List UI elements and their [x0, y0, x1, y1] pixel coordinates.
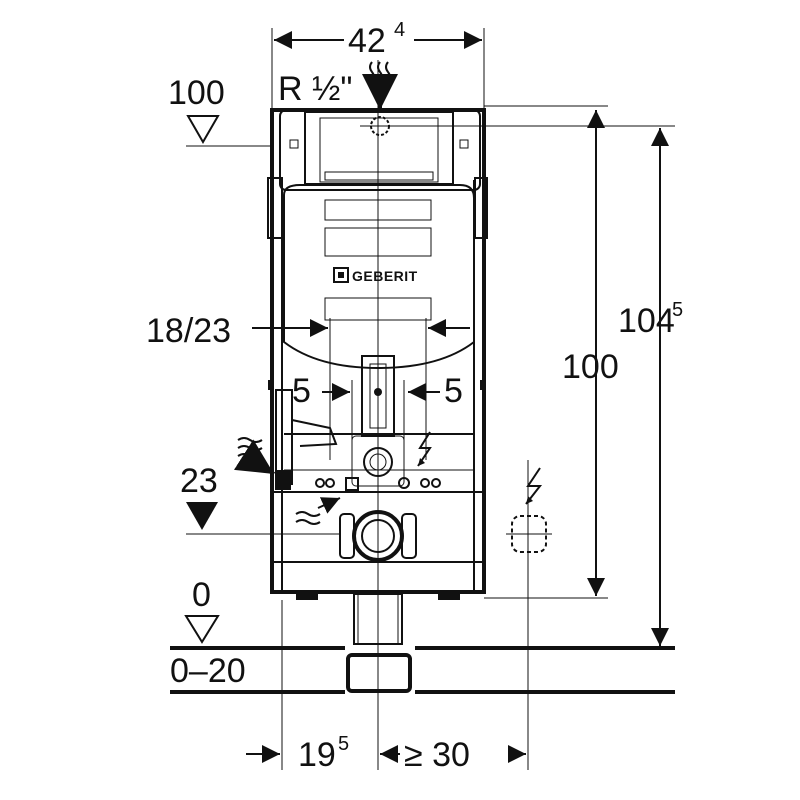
- brand-logo: GEBERIT: [333, 267, 418, 284]
- waste-outlet-icon: [295, 497, 341, 525]
- level-100-label: 100: [168, 74, 225, 112]
- offset-right-label: 5: [444, 372, 463, 410]
- height-total-label: 104: [618, 302, 675, 340]
- width-label: 42: [348, 22, 386, 60]
- center-lines: [281, 60, 529, 770]
- lightning-icon: [417, 431, 432, 467]
- height-total-label-sup: 5: [672, 299, 683, 321]
- floor-range-marker: 0–20: [170, 652, 246, 690]
- bottom-dimensions: 19 5 ≥ 30: [246, 733, 526, 774]
- floor-lines: [170, 646, 675, 694]
- height-frame-dimension: 100: [484, 105, 619, 599]
- bolt-holes: [315, 477, 441, 491]
- offset-left-label: 5: [292, 372, 311, 410]
- spacing-label: 18/23: [146, 312, 231, 350]
- width-dimension: 42 4: [271, 19, 485, 110]
- width-label-sup: 4: [394, 19, 405, 41]
- level-0-label: 0: [192, 576, 211, 614]
- level-100-marker: 100: [168, 74, 272, 147]
- height-total-dimension: 104 5: [600, 125, 683, 646]
- height-frame-label: 100: [562, 348, 619, 386]
- floor-range-label: 0–20: [170, 652, 246, 690]
- supply-label: R ½": [278, 70, 352, 108]
- bottom-left-label-sup: 5: [338, 733, 349, 755]
- level-0-marker: 0: [184, 576, 220, 644]
- bottom-right-label: ≥ 30: [404, 736, 470, 774]
- level-23-marker: 23: [180, 462, 340, 535]
- lightning-icon-right: [525, 467, 543, 505]
- offset-dimension: 5 5: [292, 372, 463, 440]
- electrical-connection: [417, 431, 552, 553]
- bottom-left-label: 19: [298, 736, 336, 774]
- spacing-dimension: 18/23: [146, 312, 470, 460]
- water-supply-valve: [275, 389, 338, 490]
- water-inlet-icon: [233, 437, 276, 476]
- supply-connection: R ½": [278, 61, 600, 136]
- brand-name: GEBERIT: [352, 268, 418, 284]
- level-23-label: 23: [180, 462, 218, 500]
